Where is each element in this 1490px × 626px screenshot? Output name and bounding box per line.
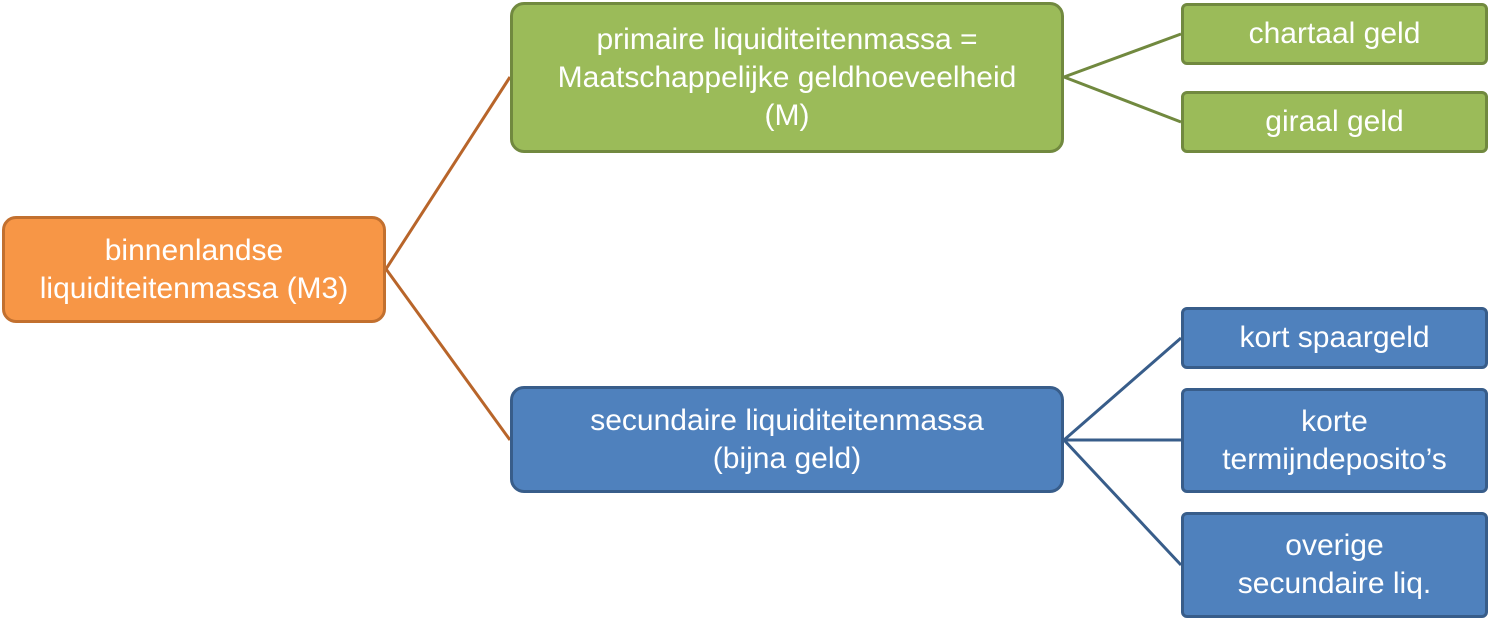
connector-root-secondary (384, 268, 512, 441)
leaf-chartaal-geld: chartaal geld (1181, 3, 1488, 65)
leaf-overige-secundaire-liq: overige secundaire liq. (1181, 512, 1488, 618)
connector-primary-giraal (1063, 75, 1182, 124)
secondary-liquidity-node: secundaire liquiditeitenmassa (bijna gel… (510, 386, 1064, 493)
connector-root-primary (384, 76, 512, 270)
primary-liquidity-node: primaire liquiditeitenmassa = Maatschapp… (510, 2, 1064, 153)
leaf-korte-termijndepositos: korte termijndeposito’s (1181, 388, 1488, 493)
leaf-kort-spaargeld: kort spaargeld (1181, 307, 1488, 369)
connector-secondary-overige (1062, 438, 1183, 567)
connector-secondary-kort (1063, 336, 1182, 442)
leaf-giraal-geld: giraal geld (1181, 91, 1488, 153)
connector-primary-chartaal (1063, 32, 1182, 79)
root-node-m3: binnenlandse liquiditeitenmassa (M3) (2, 216, 386, 323)
